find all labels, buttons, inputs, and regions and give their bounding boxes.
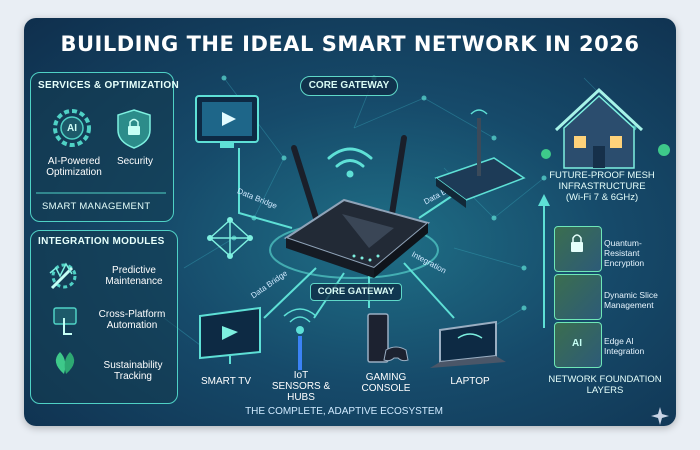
laptop-label: LAPTOP bbox=[450, 376, 490, 387]
laptop-icon bbox=[430, 320, 506, 368]
smart-tv-label: SMART TV bbox=[200, 376, 251, 387]
ai-badge: AI bbox=[67, 123, 77, 134]
security-label: Security bbox=[116, 156, 154, 167]
iot-sensors-label: IoT SENSORS & HUBS bbox=[271, 370, 331, 403]
edge-ai-badge: AI bbox=[572, 338, 582, 349]
gaming-console-icon bbox=[367, 313, 409, 363]
edge-ai-layer bbox=[554, 322, 602, 368]
integration-heading: INTEGRATION MODULES bbox=[38, 236, 165, 247]
smart-home-icon bbox=[541, 87, 670, 169]
core-gateway-bottom: CORE GATEWAY bbox=[310, 283, 402, 301]
services-panel bbox=[30, 72, 174, 222]
predictive-maintenance-label: Predictive Maintenance bbox=[105, 265, 163, 287]
edge-ai-label: Edge AI Integration bbox=[604, 336, 645, 356]
smart-tv-icon bbox=[199, 306, 261, 364]
encryption-label: Quantum-Resistant Encryption bbox=[604, 238, 645, 268]
infographic-card: BUILDING THE IDEAL SMART NETWORK IN 2026… bbox=[24, 18, 676, 426]
shield-lock-icon bbox=[117, 109, 151, 149]
integration-icons bbox=[49, 262, 77, 374]
antenna-tower-icon bbox=[434, 109, 526, 208]
ai-optimization-label: AI-Powered Optimization bbox=[46, 156, 102, 178]
page-title: BUILDING THE IDEAL SMART NETWORK IN 2026 bbox=[60, 32, 640, 56]
gaming-console-label: GAMING CONSOLE bbox=[361, 372, 411, 394]
network-graph-icon bbox=[207, 217, 253, 259]
leaf-icon bbox=[55, 352, 75, 374]
tagline: THE COMPLETE, ADAPTIVE ECOSYSTEM bbox=[245, 406, 443, 417]
core-gateway-top: CORE GATEWAY bbox=[300, 76, 398, 96]
services-icons bbox=[36, 109, 166, 194]
monitor-icon bbox=[195, 95, 259, 148]
wrench-gear-icon bbox=[49, 262, 77, 290]
cross-platform-label: Cross-Platform Automation bbox=[98, 309, 166, 331]
services-heading: SERVICES & OPTIMIZATION bbox=[38, 80, 179, 91]
iot-sensor-icon bbox=[283, 308, 317, 370]
devices-icons bbox=[199, 306, 506, 370]
slice-layer bbox=[554, 274, 602, 320]
slice-label: Dynamic Slice Management bbox=[604, 290, 658, 310]
mesh-label: FUTURE-PROOF MESH INFRASTRUCTURE bbox=[549, 170, 655, 192]
foundation-label: NETWORK FOUNDATION LAYERS bbox=[548, 374, 662, 396]
mesh-sublabel: (Wi-Fi 7 & 6GHz) bbox=[565, 192, 639, 203]
hand-touch-icon bbox=[53, 307, 77, 335]
sparkle-icon bbox=[651, 407, 669, 425]
padlock-icon bbox=[571, 234, 583, 252]
router-icon bbox=[269, 135, 439, 279]
smart-management-label: SMART MANAGEMENT bbox=[42, 201, 151, 212]
ai-gear-icon bbox=[53, 109, 91, 147]
sustainability-label: Sustainability Tracking bbox=[103, 360, 163, 382]
